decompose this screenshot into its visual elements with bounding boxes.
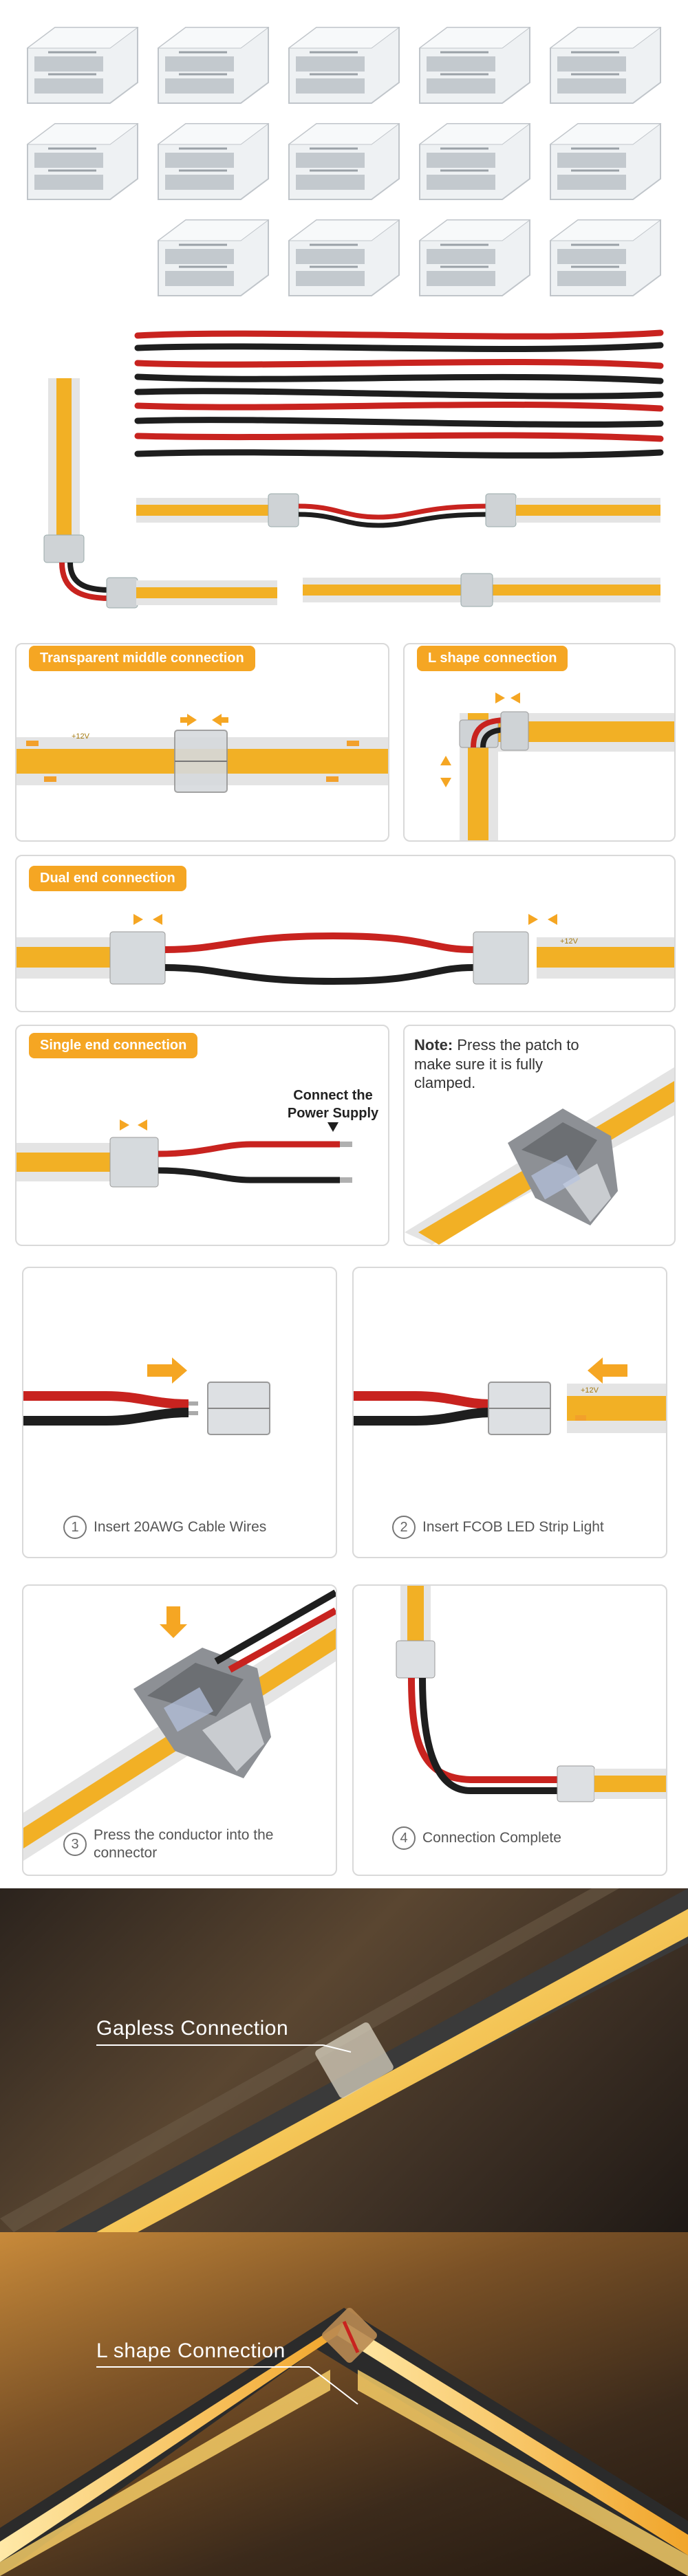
strip-voltage-label: +12V (72, 732, 89, 741)
single-end-graphic (17, 1120, 352, 1188)
step-4-panel: 4 Connection Complete (352, 1584, 667, 1876)
step-4-number: 4 (392, 1826, 416, 1850)
step-2-strip-label: +12V (581, 1386, 599, 1395)
connector-item (157, 27, 270, 104)
connector-item (418, 27, 531, 104)
l-shape-graphic (440, 692, 674, 840)
note-text-block: Note: Press the patch to make sure it is… (414, 1036, 607, 1093)
wire-bundle-graphic (134, 329, 664, 459)
step-1-caption: 1 Insert 20AWG Cable Wires (63, 1516, 266, 1539)
tag-single-end: Single end connection (29, 1033, 198, 1058)
connector-item (157, 219, 270, 296)
connector-item (549, 123, 662, 200)
wire-bundle (131, 323, 667, 468)
step-4-text: Connection Complete (422, 1829, 561, 1846)
step-2-graphic (354, 1357, 666, 1435)
step-2-number: 2 (392, 1516, 416, 1539)
step-1-text: Insert 20AWG Cable Wires (94, 1518, 267, 1535)
connector-item (26, 27, 139, 104)
connector-item (418, 123, 531, 200)
tag-l-shape: L shape connection (417, 646, 568, 671)
panel-dual-end: +12V Dual end connection (15, 855, 676, 1012)
connector-item (288, 27, 400, 104)
connector-item (157, 123, 270, 200)
note-graphic (405, 1067, 674, 1245)
gapless-scene (0, 1888, 688, 2232)
connector-grid-graphic (26, 27, 662, 296)
step-4-caption: 4 Connection Complete (392, 1826, 561, 1850)
l-shape-callout-line (96, 2366, 358, 2405)
panel-single-end: Connect the Power Supply Single end conn… (15, 1025, 389, 1246)
tag-transparent-middle: Transparent middle connection (29, 646, 255, 671)
connector-item (288, 219, 400, 296)
panel-transparent-middle: +12V Transparent middle connection (15, 643, 389, 842)
transparent-middle-graphic (17, 714, 388, 793)
step-2-text: Insert FCOB LED Strip Light (422, 1518, 604, 1535)
tag-dual-end: Dual end connection (29, 866, 186, 891)
step-3-panel: 3 Press the conductor into the connector (22, 1584, 337, 1876)
note-text: Press the patch to make sure it is fully… (414, 1036, 579, 1091)
step-2-panel: +12V 2 Insert FCOB LED Strip Light (352, 1267, 667, 1558)
panel-l-shape: L shape connection (403, 643, 676, 842)
step-1-graphic (23, 1357, 270, 1435)
power-supply-callout: Connect the Power Supply (287, 1088, 379, 1121)
step-1-panel: 1 Insert 20AWG Cable Wires (22, 1267, 337, 1558)
step-1-number: 1 (63, 1516, 87, 1539)
gapless-label: Gapless Connection (96, 2017, 289, 2040)
connector-grid (0, 0, 688, 316)
photo-gapless: Gapless Connection (0, 1888, 688, 2232)
assembled-examples-graphic (43, 378, 660, 609)
step-3-text: Press the conductor into the connector (94, 1827, 274, 1862)
photo-l-shape: L shape Connection (0, 2232, 688, 2576)
l-shape-label: L shape Connection (96, 2339, 286, 2362)
step-3-number: 3 (63, 1833, 87, 1857)
step-3-caption: 3 Press the conductor into the connector (63, 1826, 290, 1863)
note-label: Note: (414, 1036, 453, 1054)
l-shape-scene (0, 2308, 688, 2576)
dual-end-graphic (17, 914, 674, 985)
panel-note: Note: Press the patch to make sure it is… (403, 1025, 676, 1246)
connector-item (26, 123, 139, 200)
gapless-callout-line (96, 2044, 352, 2053)
dual-end-strip-label: +12V (560, 937, 578, 946)
step-3-graphic (23, 1589, 336, 1861)
connector-item (549, 27, 662, 104)
step-2-caption: 2 Insert FCOB LED Strip Light (392, 1516, 604, 1539)
connector-item (288, 123, 400, 200)
step-4-graphic (396, 1586, 666, 1802)
connector-item (549, 219, 662, 296)
connector-item (418, 219, 531, 296)
assembled-examples (34, 371, 667, 619)
